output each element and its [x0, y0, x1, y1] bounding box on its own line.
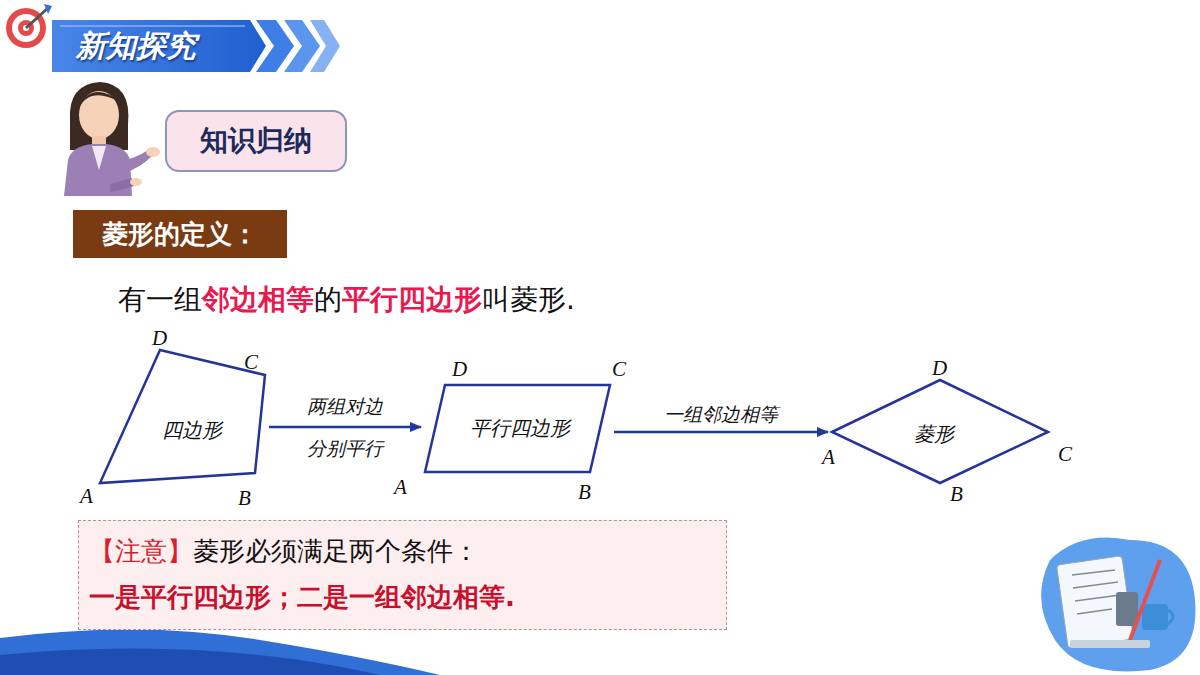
vertex-label: C [1058, 444, 1072, 465]
dart-icon [6, 4, 52, 48]
vertex-label: D [452, 359, 467, 380]
shape-outline [425, 385, 610, 472]
node-text: 菱形的定义： [102, 217, 258, 252]
vertex-label: B [238, 488, 251, 509]
note-line: 一是平行四边形；二是一组邻边相等. [89, 579, 716, 615]
definition-text: 叫菱形. [482, 283, 575, 316]
shape-outline [100, 350, 265, 483]
vertex-label: A [80, 486, 93, 507]
shape-outline [100, 350, 265, 483]
teacher-figure [64, 82, 160, 196]
vertex-label: D [932, 358, 947, 379]
page-title: 新知探究 [76, 26, 196, 66]
definition-text: 有一组 [118, 283, 202, 316]
summary-box: 知识归纳 [165, 110, 347, 172]
definition-text: 平行四边形 [342, 283, 482, 316]
flow-arrow [614, 431, 828, 434]
note-text: 菱形必须满足两个条件： [193, 536, 479, 566]
vertex-label: A [822, 447, 835, 468]
study-illustration [1041, 538, 1195, 672]
note-box: 【注意】菱形必须满足两个条件： 一是平行四边形；二是一组邻边相等. [78, 520, 727, 630]
vertex-label: B [950, 484, 963, 505]
definition-text: 邻边相等 [202, 283, 314, 316]
definition-text: 的 [314, 283, 342, 316]
node-text: 知识归纳 [200, 122, 312, 160]
shape-outline [832, 380, 1048, 483]
flow-arrow [269, 426, 421, 429]
quadrilateral-shape: 四边形 [100, 350, 265, 483]
bottom-wave [0, 629, 440, 675]
shape-text: 菱形 [914, 422, 954, 446]
vertex-label: A [394, 477, 407, 498]
bottom-wave [0, 649, 380, 675]
shape-text: 平行四边形 [470, 416, 570, 440]
note-text: 【注意】 [89, 536, 193, 566]
edge-label: 一组邻边相等 [662, 402, 780, 426]
note-line: 【注意】菱形必须满足两个条件： [89, 533, 716, 569]
edge-label: 两组对边 分别平行 [304, 385, 386, 469]
vertex-label: C [612, 359, 626, 380]
note-text: 一是平行四边形；二是一组邻边相等. [89, 582, 515, 612]
vertex-label: B [578, 482, 591, 503]
vertex-label: C [244, 352, 258, 373]
vertex-label: D [152, 328, 167, 349]
definition-sentence: 有一组邻边相等的平行四边形叫菱形. [118, 280, 575, 320]
parallelogram-shape: 平行四边形 [425, 385, 610, 472]
title-banner [52, 20, 340, 72]
definition-tag: 菱形的定义： [73, 210, 287, 258]
shape-text: 四边形 [162, 418, 222, 442]
rhombus-shape: 菱形 [832, 380, 1048, 483]
